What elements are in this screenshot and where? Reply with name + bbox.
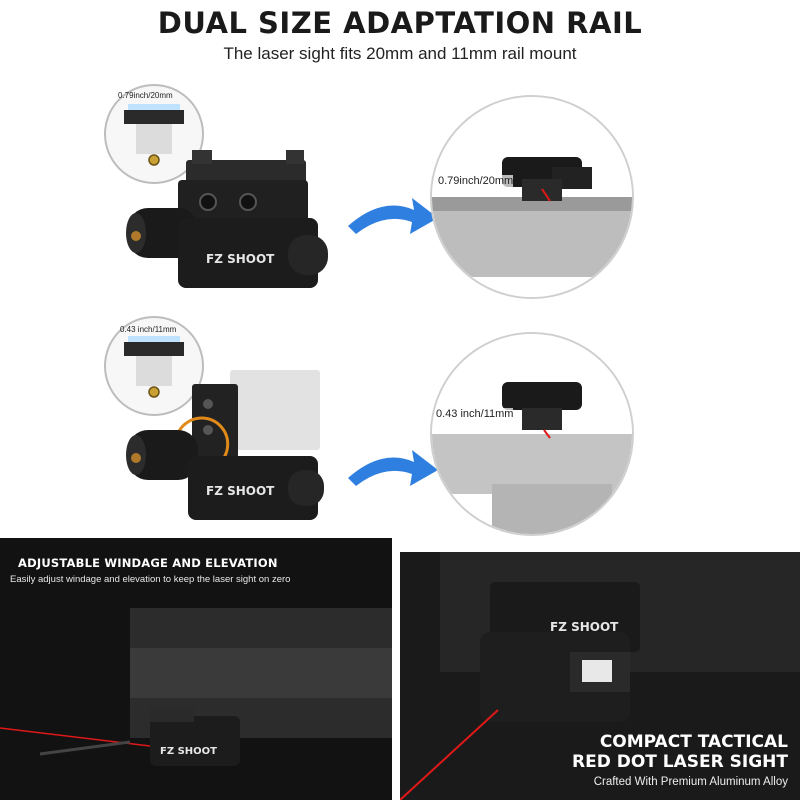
rail-20mm-inset <box>104 84 204 184</box>
rail-20mm-fit-view <box>430 95 634 299</box>
page-title: DUAL SIZE ADAPTATION RAIL <box>157 6 643 40</box>
page-subtitle: The laser sight fits 20mm and 11mm rail … <box>223 44 577 63</box>
brand-logo-row1: FZ SHOOT <box>206 252 275 266</box>
arrow-icon <box>348 198 438 234</box>
windage-panel: ADJUSTABLE WINDAGE AND ELEVATION Easily … <box>0 538 392 800</box>
rail-20mm-illustration <box>124 104 184 166</box>
compact-title-line2: RED DOT LASER SIGHT <box>571 752 788 772</box>
rail-11mm-inset <box>104 316 204 416</box>
compact-title-line1: COMPACT TACTICAL <box>599 732 788 752</box>
windage-subtitle: Easily adjust windage and elevation to k… <box>10 574 291 585</box>
brand-logo-bottom-right: FZ SHOOT <box>550 620 619 634</box>
brand-logo-bottom-left: FZ SHOOT <box>160 746 217 757</box>
pistol-11mm-illustration <box>432 334 632 534</box>
laser-sight-20mm <box>126 150 328 288</box>
rifle-20mm-illustration <box>432 97 632 297</box>
rail-11mm-fit-view <box>430 332 634 536</box>
arrow-icon <box>348 450 438 486</box>
laser-sight-closeup-photo <box>400 552 800 800</box>
fit-11mm-label: 0.43 inch/11mm <box>436 408 514 420</box>
laser-sight-11mm <box>126 370 324 520</box>
compact-panel: FZ SHOOT COMPACT TACTICAL RED DOT LASER … <box>400 552 800 800</box>
inset-11mm-label: 0.43 inch/11mm <box>120 325 177 334</box>
compact-subtitle: Crafted With Premium Aluminum Alloy <box>593 776 788 788</box>
rail-11mm-illustration <box>124 336 184 398</box>
windage-title: ADJUSTABLE WINDAGE AND ELEVATION <box>18 556 278 570</box>
fit-20mm-label: 0.79inch/20mm <box>438 175 514 187</box>
pistol-laser-photo <box>0 538 392 800</box>
brand-logo-row2: FZ SHOOT <box>206 484 275 498</box>
inset-20mm-label: 0.79inch/20mm <box>118 91 173 100</box>
